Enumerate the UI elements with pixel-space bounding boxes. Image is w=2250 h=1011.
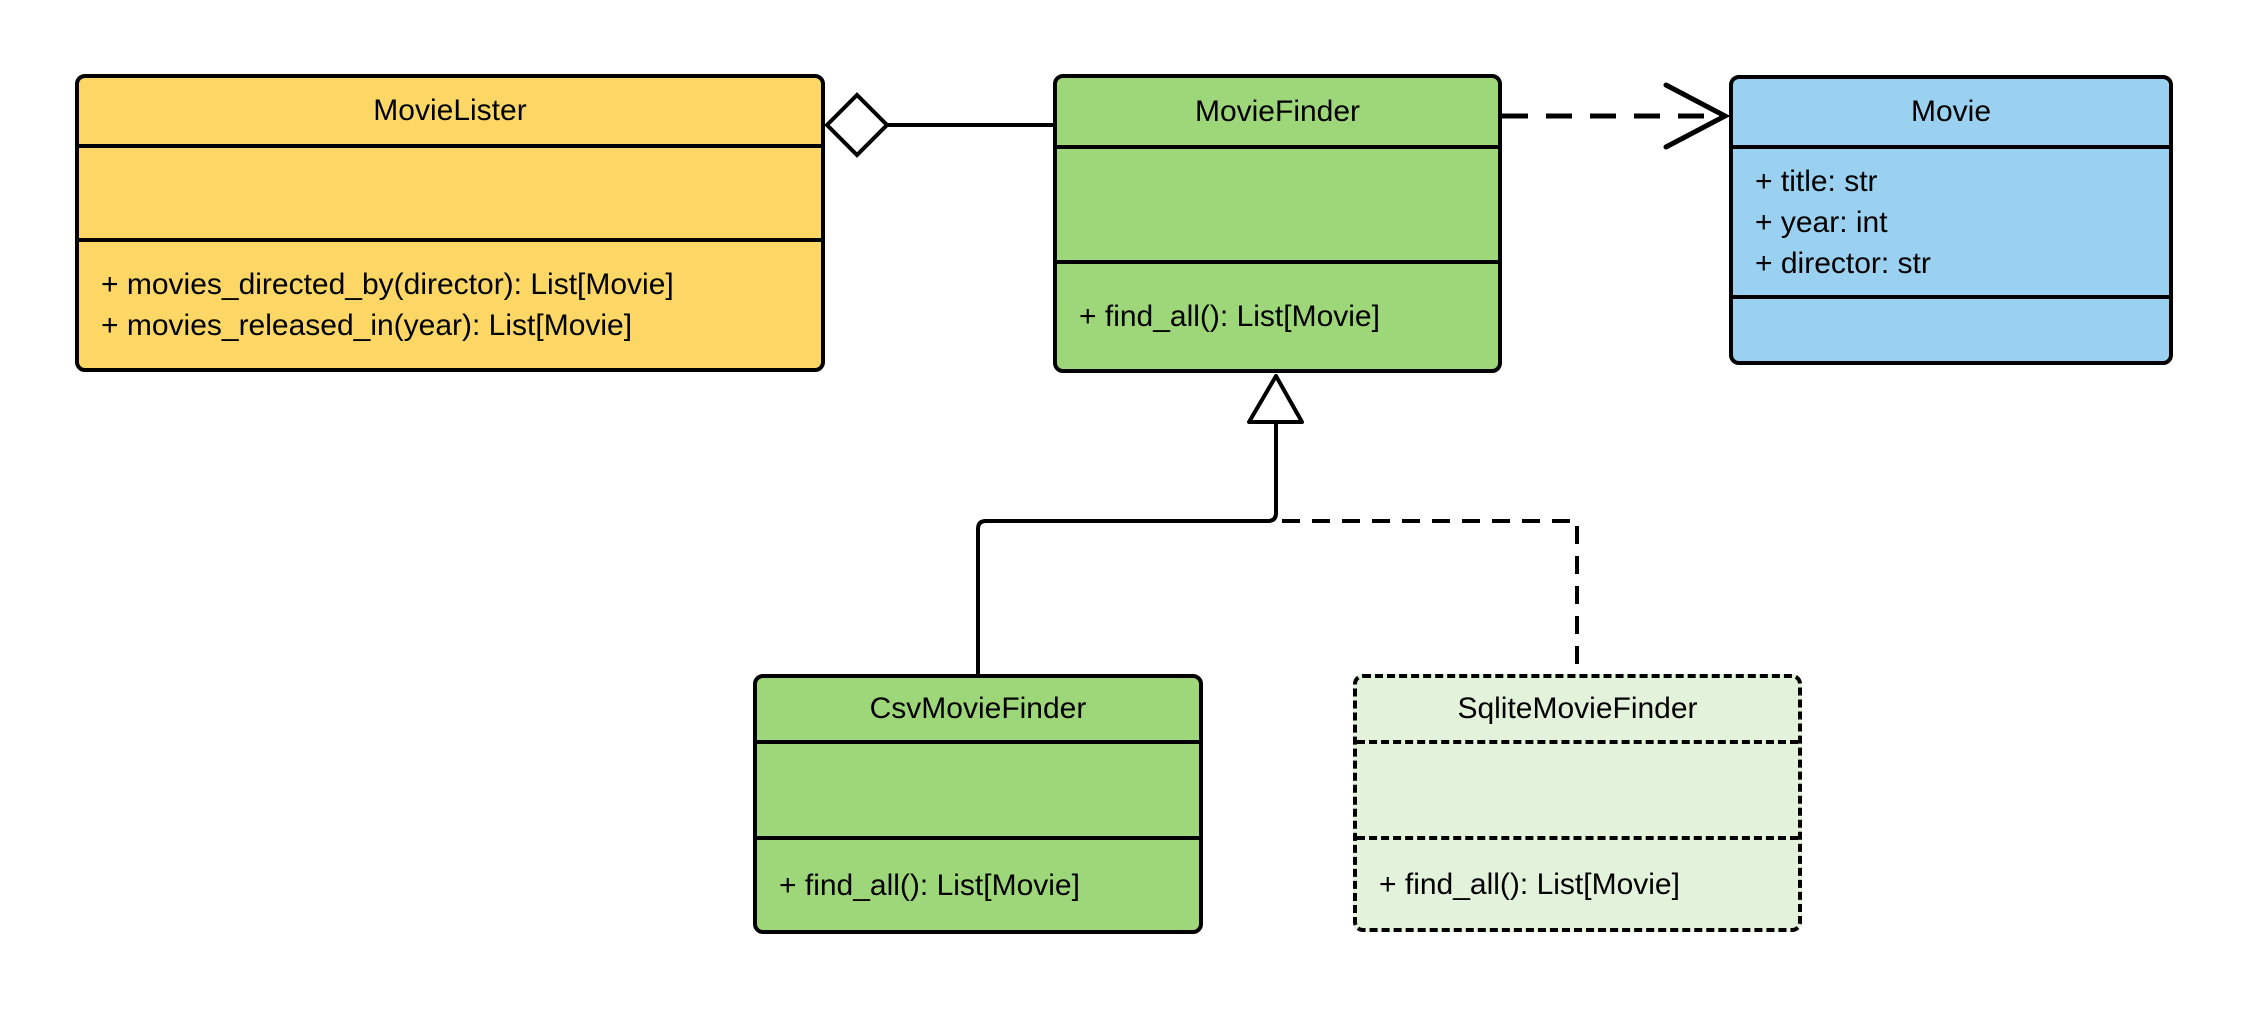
class-title: MovieLister bbox=[373, 94, 527, 127]
class-title: Movie bbox=[1910, 95, 1992, 128]
class-movielister: MovieLister + movies_directed_by(directo… bbox=[75, 74, 825, 372]
attributes-compartment: + title: str + year: int + director: str bbox=[1733, 145, 2169, 295]
methods-compartment bbox=[1733, 295, 2169, 361]
attributes-compartment bbox=[757, 740, 1199, 836]
class-sqlitemoviefinder: SqliteMovieFinder + find_all(): List[Mov… bbox=[1353, 674, 1802, 932]
class-moviefinder: MovieFinder + find_all(): List[Movie] bbox=[1053, 74, 1502, 373]
class-title: MovieFinder bbox=[1194, 94, 1361, 128]
class-csvmoviefinder: CsvMovieFinder + find_all(): List[Movie] bbox=[753, 674, 1203, 934]
method-item: + movies_directed_by(director): List[Mov… bbox=[101, 268, 674, 301]
attribute-item: + title: str bbox=[1755, 164, 1878, 198]
aggregation-diamond bbox=[824, 92, 890, 158]
attributes-compartment bbox=[79, 144, 821, 238]
methods-compartment: + find_all(): List[Movie] bbox=[757, 836, 1199, 930]
method-item: + movies_released_in(year): List[Movie] bbox=[101, 309, 633, 342]
attribute-item: + year: int bbox=[1755, 205, 1888, 239]
method-item: + find_all(): List[Movie] bbox=[779, 868, 1080, 902]
dependency-arrowhead bbox=[1663, 82, 1731, 150]
methods-compartment: + find_all(): List[Movie] bbox=[1357, 836, 1798, 928]
generalization-line-solid bbox=[976, 420, 1278, 676]
class-title: SqliteMovieFinder bbox=[1457, 692, 1698, 725]
methods-compartment: + movies_directed_by(director): List[Mov… bbox=[79, 238, 821, 368]
method-item: + find_all(): List[Movie] bbox=[1379, 867, 1680, 901]
methods-compartment: + find_all(): List[Movie] bbox=[1057, 260, 1498, 369]
attributes-compartment bbox=[1057, 145, 1498, 260]
method-item: + find_all(): List[Movie] bbox=[1079, 300, 1380, 333]
class-movie: Movie + title: str + year: int + directo… bbox=[1729, 75, 2173, 365]
attribute-item: + director: str bbox=[1755, 246, 1931, 280]
generalization-triangle bbox=[1247, 374, 1304, 424]
attributes-compartment bbox=[1357, 740, 1798, 836]
class-title: CsvMovieFinder bbox=[869, 692, 1087, 725]
generalization-line-dashed bbox=[1282, 519, 1579, 672]
